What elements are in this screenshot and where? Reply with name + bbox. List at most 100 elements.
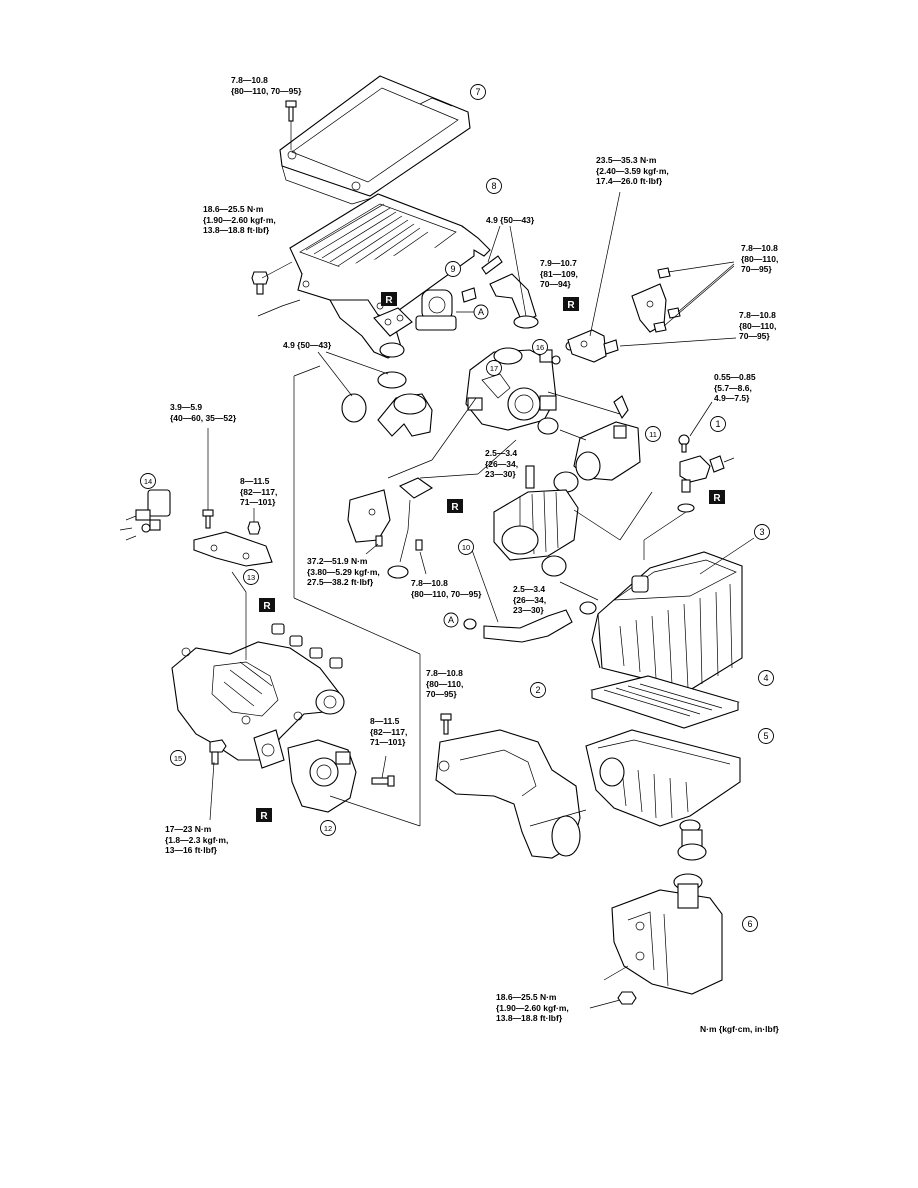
- svg-text:4: 4: [763, 673, 768, 683]
- reference-marker-a: A: [443, 612, 459, 628]
- svg-text:3: 3: [759, 527, 764, 537]
- svg-text:R: R: [567, 300, 575, 311]
- part-2-air-duct: [435, 729, 581, 859]
- part-13-bracket: [193, 531, 273, 567]
- part-7-intercooler-cover: [279, 75, 471, 205]
- torque-spec: 4.9 {50—43}: [486, 215, 535, 225]
- part-12-throttle-body: [287, 739, 357, 813]
- svg-text:R: R: [451, 502, 459, 513]
- hose-clamp-icon: [341, 371, 407, 423]
- svg-text:9: 9: [450, 264, 455, 274]
- torque-spec: 8—11.5 {82—117, 71—101}: [370, 716, 408, 747]
- egr-pipe-bracket: [347, 477, 434, 579]
- replace-marker: R: [381, 292, 397, 306]
- torque-spec: 2.5—3.4 {26—34, 23—30}: [513, 584, 547, 615]
- callout-6: 6: [742, 916, 758, 932]
- part-9-valve: [415, 287, 477, 331]
- torque-spec: 7.9—10.7 {81—109, 70—94}: [540, 258, 578, 289]
- svg-text:14: 14: [144, 477, 152, 486]
- reference-marker-a: A: [473, 304, 489, 320]
- torque-spec: 18.6—25.5 N·m {1.90—2.60 kgf·m, 13.8—18.…: [203, 204, 276, 235]
- callout-5: 5: [758, 728, 774, 744]
- callout-16: 16: [532, 339, 548, 355]
- torque-spec: 23.5—35.3 N·m {2.40—3.59 kgf·m, 17.4—26.…: [596, 155, 669, 186]
- svg-text:R: R: [260, 811, 268, 822]
- replace-marker: R: [447, 499, 463, 513]
- replace-marker: R: [259, 598, 275, 612]
- bolt-icon: [251, 271, 269, 295]
- part-10-air-hose: [493, 465, 579, 561]
- bolt-icon: [440, 713, 452, 735]
- bolt-icon: [209, 739, 227, 765]
- part-11-intake-fitting: [573, 395, 641, 481]
- part-6-resonator: [611, 873, 723, 995]
- callout-11: 11: [645, 426, 661, 442]
- torque-spec: 17—23 N·m {1.8—2.3 kgf·m, 13—16 ft·lbf}: [165, 824, 229, 855]
- svg-text:A: A: [478, 307, 484, 317]
- svg-text:A: A: [448, 615, 454, 625]
- svg-text:10: 10: [462, 543, 470, 552]
- part-5-air-cleaner-case: [585, 729, 741, 861]
- callout-17: 17: [486, 360, 502, 376]
- svg-text:16: 16: [536, 343, 544, 352]
- svg-text:17: 17: [490, 364, 498, 373]
- bolt-icon: [285, 100, 297, 122]
- callout-13: 13: [243, 569, 259, 585]
- bolt-icon: [371, 775, 395, 787]
- nut-icon: [617, 991, 637, 1005]
- manifold-gaskets: [271, 623, 343, 669]
- torque-spec: 7.8—10.8 {80—110, 70—95}: [739, 310, 777, 341]
- svg-text:11: 11: [649, 430, 657, 439]
- screw-icon: [678, 434, 690, 453]
- svg-text:13: 13: [247, 573, 255, 582]
- part-17-throttle-body: [465, 347, 557, 431]
- svg-text:5: 5: [763, 731, 768, 741]
- replace-marker: R: [709, 490, 725, 504]
- torque-spec: 8—11.5 {82—117, 71—101}: [240, 476, 278, 507]
- gasket-icon: [373, 307, 413, 337]
- part-14-solenoid: [119, 489, 171, 541]
- svg-text:15: 15: [174, 754, 182, 763]
- callout-1: 1: [710, 416, 726, 432]
- torque-spec: 3.9—5.9 {40—60, 35—52}: [170, 402, 237, 423]
- part-3-air-cleaner-cover: [591, 551, 743, 691]
- torque-spec: 7.8—10.8 {80—110, 70—95}: [231, 75, 302, 96]
- callout-7: 7: [470, 84, 486, 100]
- torque-spec: 4.9 {50—43}: [283, 340, 332, 350]
- svg-text:8: 8: [491, 181, 496, 191]
- svg-text:1: 1: [715, 419, 720, 429]
- reference-markers: AA: [443, 304, 489, 628]
- part-1-sensor: [677, 455, 735, 513]
- torque-spec: 2.5—3.4 {26—34, 23—30}: [485, 448, 519, 479]
- svg-text:R: R: [385, 295, 393, 306]
- replace-marker: R: [563, 297, 579, 311]
- callout-12: 12: [320, 820, 336, 836]
- callout-14: 14: [140, 473, 156, 489]
- torque-spec: 7.8—10.8 {80—110, 70—95}: [426, 668, 464, 699]
- replace-marker: R: [256, 808, 272, 822]
- torque-spec: 7.8—10.8 {80—110, 70—95}: [411, 578, 482, 599]
- units-legend: N·m {kgf·cm, in·lbf}: [700, 1024, 779, 1034]
- gasket-icon: [253, 729, 285, 769]
- callout-10: 10: [458, 539, 474, 555]
- svg-text:R: R: [713, 493, 721, 504]
- reference-lines: [231, 365, 687, 827]
- support-bracket: [631, 267, 681, 333]
- torque-spec: 7.8—10.8 {80—110, 70—95}: [741, 243, 779, 274]
- torque-spec: 18.6—25.5 N·m {1.90—2.60 kgf·m, 13.8—18.…: [496, 992, 569, 1023]
- elbow-hose-icon: [377, 393, 433, 437]
- callout-3: 3: [754, 524, 770, 540]
- part-15-intake-manifold: [171, 641, 345, 761]
- svg-text:2: 2: [535, 685, 540, 695]
- nut-icon: [247, 521, 261, 535]
- hose-clamp-icon: [537, 417, 579, 493]
- hose-clamp-icon: [541, 555, 597, 615]
- callout-2: 2: [530, 682, 546, 698]
- part-4-air-filter: [590, 675, 740, 729]
- callout-8: 8: [486, 178, 502, 194]
- intercooler-outlet-duct: [329, 299, 405, 359]
- breather-hose-icon: [463, 609, 573, 643]
- torque-spec: 0.55—0.85 {5.7—8.6, 4.9—7.5}: [714, 372, 756, 403]
